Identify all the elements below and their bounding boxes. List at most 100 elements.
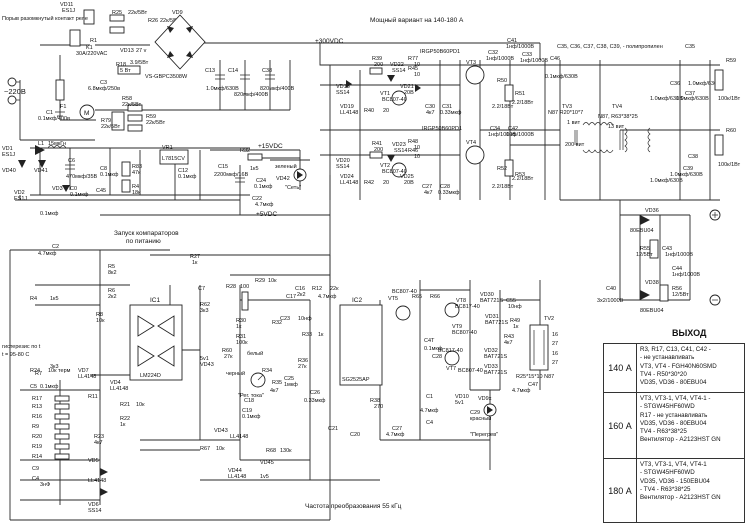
svg-text:22к: 22к	[330, 286, 339, 292]
svg-text:VD40: VD40	[2, 168, 16, 174]
igbt-vt3-icon	[465, 65, 485, 85]
svg-text:C27: C27	[392, 426, 402, 432]
svg-text:BC817-40: BC817-40	[455, 304, 480, 310]
svg-text:C0: C0	[70, 186, 77, 192]
svg-text:0.1мкф: 0.1мкф	[70, 192, 89, 198]
svg-text:VD4: VD4	[110, 380, 121, 386]
svg-text:R36: R36	[298, 358, 308, 364]
svg-text:2.2/18Вт: 2.2/18Вт	[492, 184, 514, 190]
svg-text:R59: R59	[146, 114, 156, 120]
svg-text:4.7мкф: 4.7мкф	[512, 388, 531, 394]
variant-notes: R3, R17, C13, C41, C42 - - не устанавлив…	[640, 346, 717, 387]
svg-text:27к: 27к	[224, 354, 233, 360]
transistor-vt6-icon	[444, 350, 460, 366]
svg-text:0.1мкф: 0.1мкф	[242, 414, 261, 420]
svg-text:VD22: VD22	[390, 62, 404, 68]
control-section: Запуск компараторов по питанию C2 4.7мкф…	[2, 230, 558, 514]
svg-text:C8: C8	[100, 166, 107, 172]
mains-plug-icon	[7, 77, 17, 87]
svg-text:C23: C23	[280, 316, 290, 322]
svg-text:R38: R38	[370, 398, 380, 404]
fan-motor-icon	[79, 104, 95, 120]
svg-text:1 вит: 1 вит	[567, 120, 581, 126]
svg-text:27: 27	[552, 360, 558, 366]
caps-note: C35, C36, C37, C38, C39, - полипропилен	[557, 44, 663, 50]
svg-text:C24: C24	[256, 178, 266, 184]
mains-plug-icon	[7, 95, 17, 105]
svg-text:20В: 20В	[404, 180, 414, 186]
svg-text:2к2: 2к2	[108, 294, 117, 300]
hysteresis-line-2: t = 95-80 С	[2, 352, 29, 358]
svg-text:красный: красный	[470, 415, 491, 422]
svg-text:0.1мкф: 0.1мкф	[40, 211, 59, 217]
svg-text:C36: C36	[670, 81, 680, 87]
svg-text:R23: R23	[94, 434, 104, 440]
svg-text:0.1мкф/400в: 0.1мкф/400в	[38, 116, 70, 122]
svg-text:5v1: 5v1	[455, 400, 464, 406]
svg-text:C4: C4	[32, 476, 39, 482]
svg-text:C35: C35	[685, 44, 695, 50]
svg-text:SS14: SS14	[88, 508, 101, 514]
svg-text:C4: C4	[426, 420, 433, 426]
svg-text:C5: C5	[30, 384, 37, 390]
svg-text:100к/1Вт: 100к/1Вт	[718, 96, 741, 102]
svg-text:C40: C40	[606, 286, 616, 292]
svg-text:C39: C39	[683, 166, 693, 172]
svg-text:R60: R60	[726, 128, 736, 134]
svg-text:BAT721S: BAT721S	[484, 370, 507, 376]
svg-text:1нф/1000В: 1нф/1000В	[506, 132, 534, 138]
svg-text:VD25: VD25	[400, 174, 414, 180]
svg-text:20В: 20В	[404, 90, 414, 96]
transistor-vt7-icon	[444, 302, 460, 318]
svg-text:R66: R66	[430, 294, 440, 300]
svg-text:C43: C43	[662, 246, 672, 252]
svg-text:R42: R42	[364, 180, 374, 186]
variant-current: 140 А	[604, 344, 637, 392]
svg-text:VT3: VT3	[466, 60, 476, 66]
svg-text:820мкф/400В: 820мкф/400В	[234, 92, 269, 98]
rail-5vdc: +5VDC	[256, 211, 277, 218]
svg-text:VR1: VR1	[162, 145, 173, 151]
variant-row: 180 А VT3, VT3-1, VT4, VT4-1 - STGW45HF6…	[604, 458, 744, 522]
svg-text:18к: 18к	[132, 190, 141, 196]
svg-text:2.2/18Вт: 2.2/18Вт	[492, 104, 514, 110]
svg-text:BAT721S: BAT721S	[484, 354, 507, 360]
svg-text:BC807-40: BC807-40	[458, 368, 483, 374]
svg-text:R40: R40	[364, 108, 374, 114]
current-reg-label: "Рег. тока"	[238, 393, 264, 399]
svg-text:VD43: VD43	[200, 362, 214, 368]
svg-text:27 v: 27 v	[136, 48, 147, 54]
svg-text:10к: 10к	[96, 318, 105, 324]
svg-text:зеленый: зеленый	[275, 163, 297, 170]
svg-text:C12: C12	[178, 168, 188, 174]
svg-text:VT4: VT4	[466, 140, 476, 146]
svg-text:12/5Вт: 12/5Вт	[636, 252, 653, 258]
svg-text:VD44: VD44	[228, 468, 242, 474]
svg-text:VT1: VT1	[380, 91, 390, 97]
svg-text:0.1мкф/630В: 0.1мкф/630В	[545, 74, 578, 80]
tv4-label: TV4	[612, 104, 622, 110]
svg-text:R6: R6	[108, 288, 115, 294]
ic2-pwm-controller	[339, 304, 383, 386]
regulator-part: L7815CV	[162, 156, 185, 162]
svg-text:1к5: 1к5	[50, 296, 59, 302]
svg-text:1к: 1к	[120, 422, 126, 428]
svg-text:200 вит: 200 вит	[565, 142, 585, 148]
svg-text:27к: 27к	[298, 364, 307, 370]
svg-text:C1: C1	[46, 110, 53, 116]
svg-text:13 вит: 13 вит	[608, 124, 625, 130]
svg-text:K1: K1	[86, 45, 93, 51]
svg-text:100: 100	[240, 284, 249, 290]
svg-text:BC817-40: BC817-40	[438, 348, 463, 354]
svg-text:1v5: 1v5	[260, 474, 269, 480]
svg-text:4.7мкф: 4.7мкф	[318, 294, 337, 300]
svg-text:10: 10	[414, 62, 420, 68]
svg-text:VD9x: VD9x	[478, 396, 492, 402]
svg-text:C44: C44	[672, 266, 682, 272]
svg-text:R22: R22	[120, 416, 130, 422]
svg-text:C30: C30	[425, 104, 435, 110]
svg-text:1нф/1000В: 1нф/1000В	[520, 58, 548, 64]
svg-text:22к/5Вт: 22к/5Вт	[160, 18, 180, 24]
transistor-vt1-icon	[391, 90, 407, 106]
